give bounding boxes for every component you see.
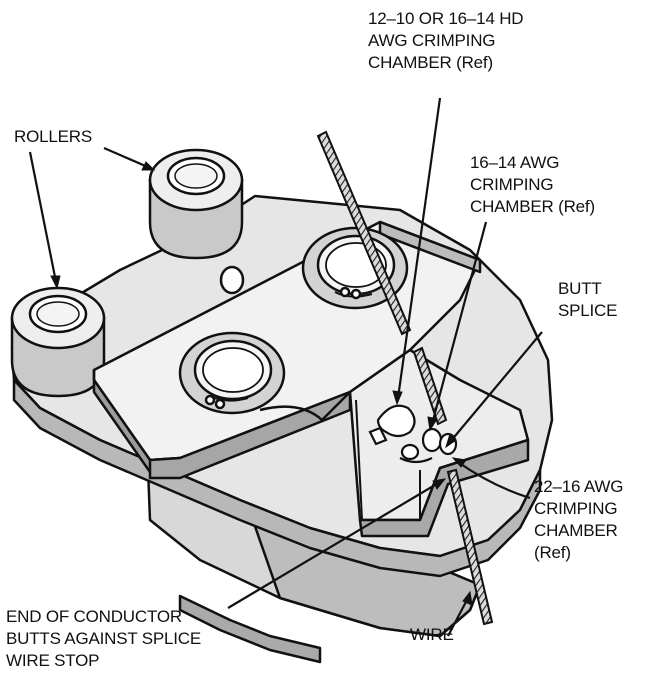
label-butt-splice: BUTT SPLICE [558, 279, 618, 320]
label-hd-crimping-chamber: 12–10 OR 16–14 HD AWG CRIMPING CHAMBER (… [368, 9, 524, 72]
roller-left [10, 286, 106, 398]
label-16-14-crimping-chamber: 16–14 AWG CRIMPING CHAMBER (Ref) [470, 153, 595, 216]
leader-lines [28, 97, 543, 637]
crimping-chambers [368, 404, 458, 464]
label-wire: WIRE [410, 625, 454, 644]
label-22-16-crimping-chamber: 22–16 AWG CRIMPING CHAMBER (Ref) [534, 477, 624, 562]
pivot-cover-lower [178, 331, 286, 415]
label-end-of-conductor: END OF CONDUCTOR BUTTS AGAINST SPLICE WI… [6, 607, 202, 670]
die-hole [219, 265, 245, 295]
label-rollers: ROLLERS [14, 127, 92, 146]
roller-right [148, 148, 244, 260]
